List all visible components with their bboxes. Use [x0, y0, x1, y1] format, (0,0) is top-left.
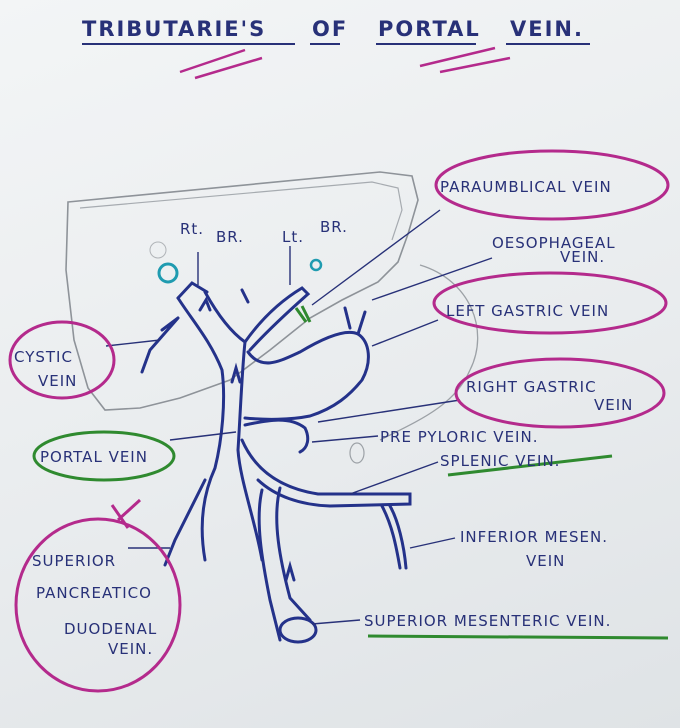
- liver-outline-inner: [79, 181, 403, 241]
- title-word-3: PORTAL: [378, 17, 481, 41]
- label-sup-pancreatico-4: VEIN.: [108, 640, 153, 658]
- title: TRIBUTARIE'S OF PORTAL VEIN.: [82, 17, 590, 80]
- oesophageal-branches: [343, 306, 367, 336]
- superior-mesenteric-end: [278, 616, 318, 644]
- label-portal: PORTAL VEIN: [40, 448, 148, 466]
- label-splenic: SPLENIC VEIN.: [440, 452, 560, 470]
- superior-mesenteric-underline: [367, 634, 669, 640]
- pointer-splenic: [349, 461, 439, 495]
- label-right-gastric-1: RIGHT GASTRIC: [466, 378, 597, 396]
- label-left-gastric: LEFT GASTRIC VEIN: [446, 302, 609, 320]
- title-word-2: OF: [312, 17, 348, 41]
- circle-cystic: [8, 320, 116, 400]
- title-decoration-right: [419, 46, 511, 74]
- label-cystic-1: CYSTIC: [14, 348, 73, 366]
- label-oesophageal-2: VEIN.: [560, 248, 605, 266]
- pointer-portal: [169, 431, 237, 441]
- label-lt: Lt.: [282, 228, 304, 246]
- label-paraumbilical: PARAUMBLICAL VEIN: [440, 178, 612, 196]
- label-sup-pancreatico-1: SUPERIOR: [32, 552, 116, 570]
- pointer-prepyloric: [311, 435, 379, 443]
- superior-mesenteric-vein: [257, 486, 312, 642]
- flow-arrows: [198, 288, 296, 582]
- label-prepyloric: PRE PYLORIC VEIN.: [380, 428, 538, 446]
- pointer-lines: [105, 209, 493, 625]
- pointer-superior-mesenteric: [311, 619, 361, 625]
- title-word-1: TRIBUTARIE'S: [82, 17, 266, 41]
- highlight-circles: [8, 149, 670, 693]
- circle-paraumbilical: [434, 149, 670, 221]
- pointer-cystic: [105, 339, 161, 347]
- pointer-right-gastric: [317, 399, 461, 423]
- label-lt-br: BR.: [320, 218, 348, 236]
- label-rt-br: BR.: [216, 228, 244, 246]
- pointer-oesophageal: [371, 257, 493, 301]
- circle-portal: [32, 430, 176, 482]
- label-right-gastric-2: VEIN: [594, 396, 633, 414]
- superior-pancreaticoduodenal-vein: [163, 478, 207, 567]
- label-cystic-2: VEIN: [38, 372, 77, 390]
- right-branch: [176, 281, 209, 300]
- left-gastric-vein: [243, 330, 370, 421]
- pointer-inferior-mesenteric: [409, 537, 456, 549]
- right-gastric-vein: [243, 418, 310, 454]
- tick-mark: [110, 498, 142, 529]
- pointer-left-gastric: [371, 319, 439, 347]
- rt-branch-circle: [157, 262, 179, 284]
- label-sup-pancreatico-3: DUODENAL: [64, 620, 157, 638]
- label-sup-pancreatico-2: PANCREATICO: [36, 584, 152, 602]
- cystic-vein: [140, 316, 180, 374]
- lt-branch-circle: [309, 258, 323, 272]
- portal-trunk-left: [176, 296, 226, 562]
- title-decoration-left: [179, 48, 263, 80]
- inferior-mesenteric-vein: [380, 504, 408, 570]
- label-inferior-mesenteric-1: INFERIOR MESEN.: [460, 528, 608, 546]
- left-branch: [243, 286, 311, 352]
- title-word-4: VEIN.: [510, 17, 584, 41]
- label-inferior-mesenteric-2: VEIN: [526, 552, 565, 570]
- pointer-branches: [197, 246, 291, 285]
- label-oesophageal-1: OESOPHAGEAL: [492, 234, 616, 252]
- stomach-outline: [379, 264, 479, 441]
- veins: [140, 281, 412, 644]
- label-rt: Rt.: [180, 220, 204, 238]
- circle-superior-pancreatico: [14, 517, 182, 693]
- ligament-marks: [294, 305, 312, 323]
- portal-trunk-right: [203, 290, 264, 562]
- splenic-underline: [447, 454, 613, 477]
- liver-outline: [65, 171, 419, 411]
- pencil-circle: [149, 241, 167, 259]
- label-superior-mesenteric: SUPERIOR MESENTERIC VEIN.: [364, 612, 611, 630]
- circle-right-gastric: [454, 357, 666, 429]
- pylorus-sketch: [349, 442, 365, 464]
- pointer-paraumbilical: [311, 209, 441, 306]
- splenic-vein: [240, 438, 412, 508]
- circle-left-gastric: [432, 271, 668, 335]
